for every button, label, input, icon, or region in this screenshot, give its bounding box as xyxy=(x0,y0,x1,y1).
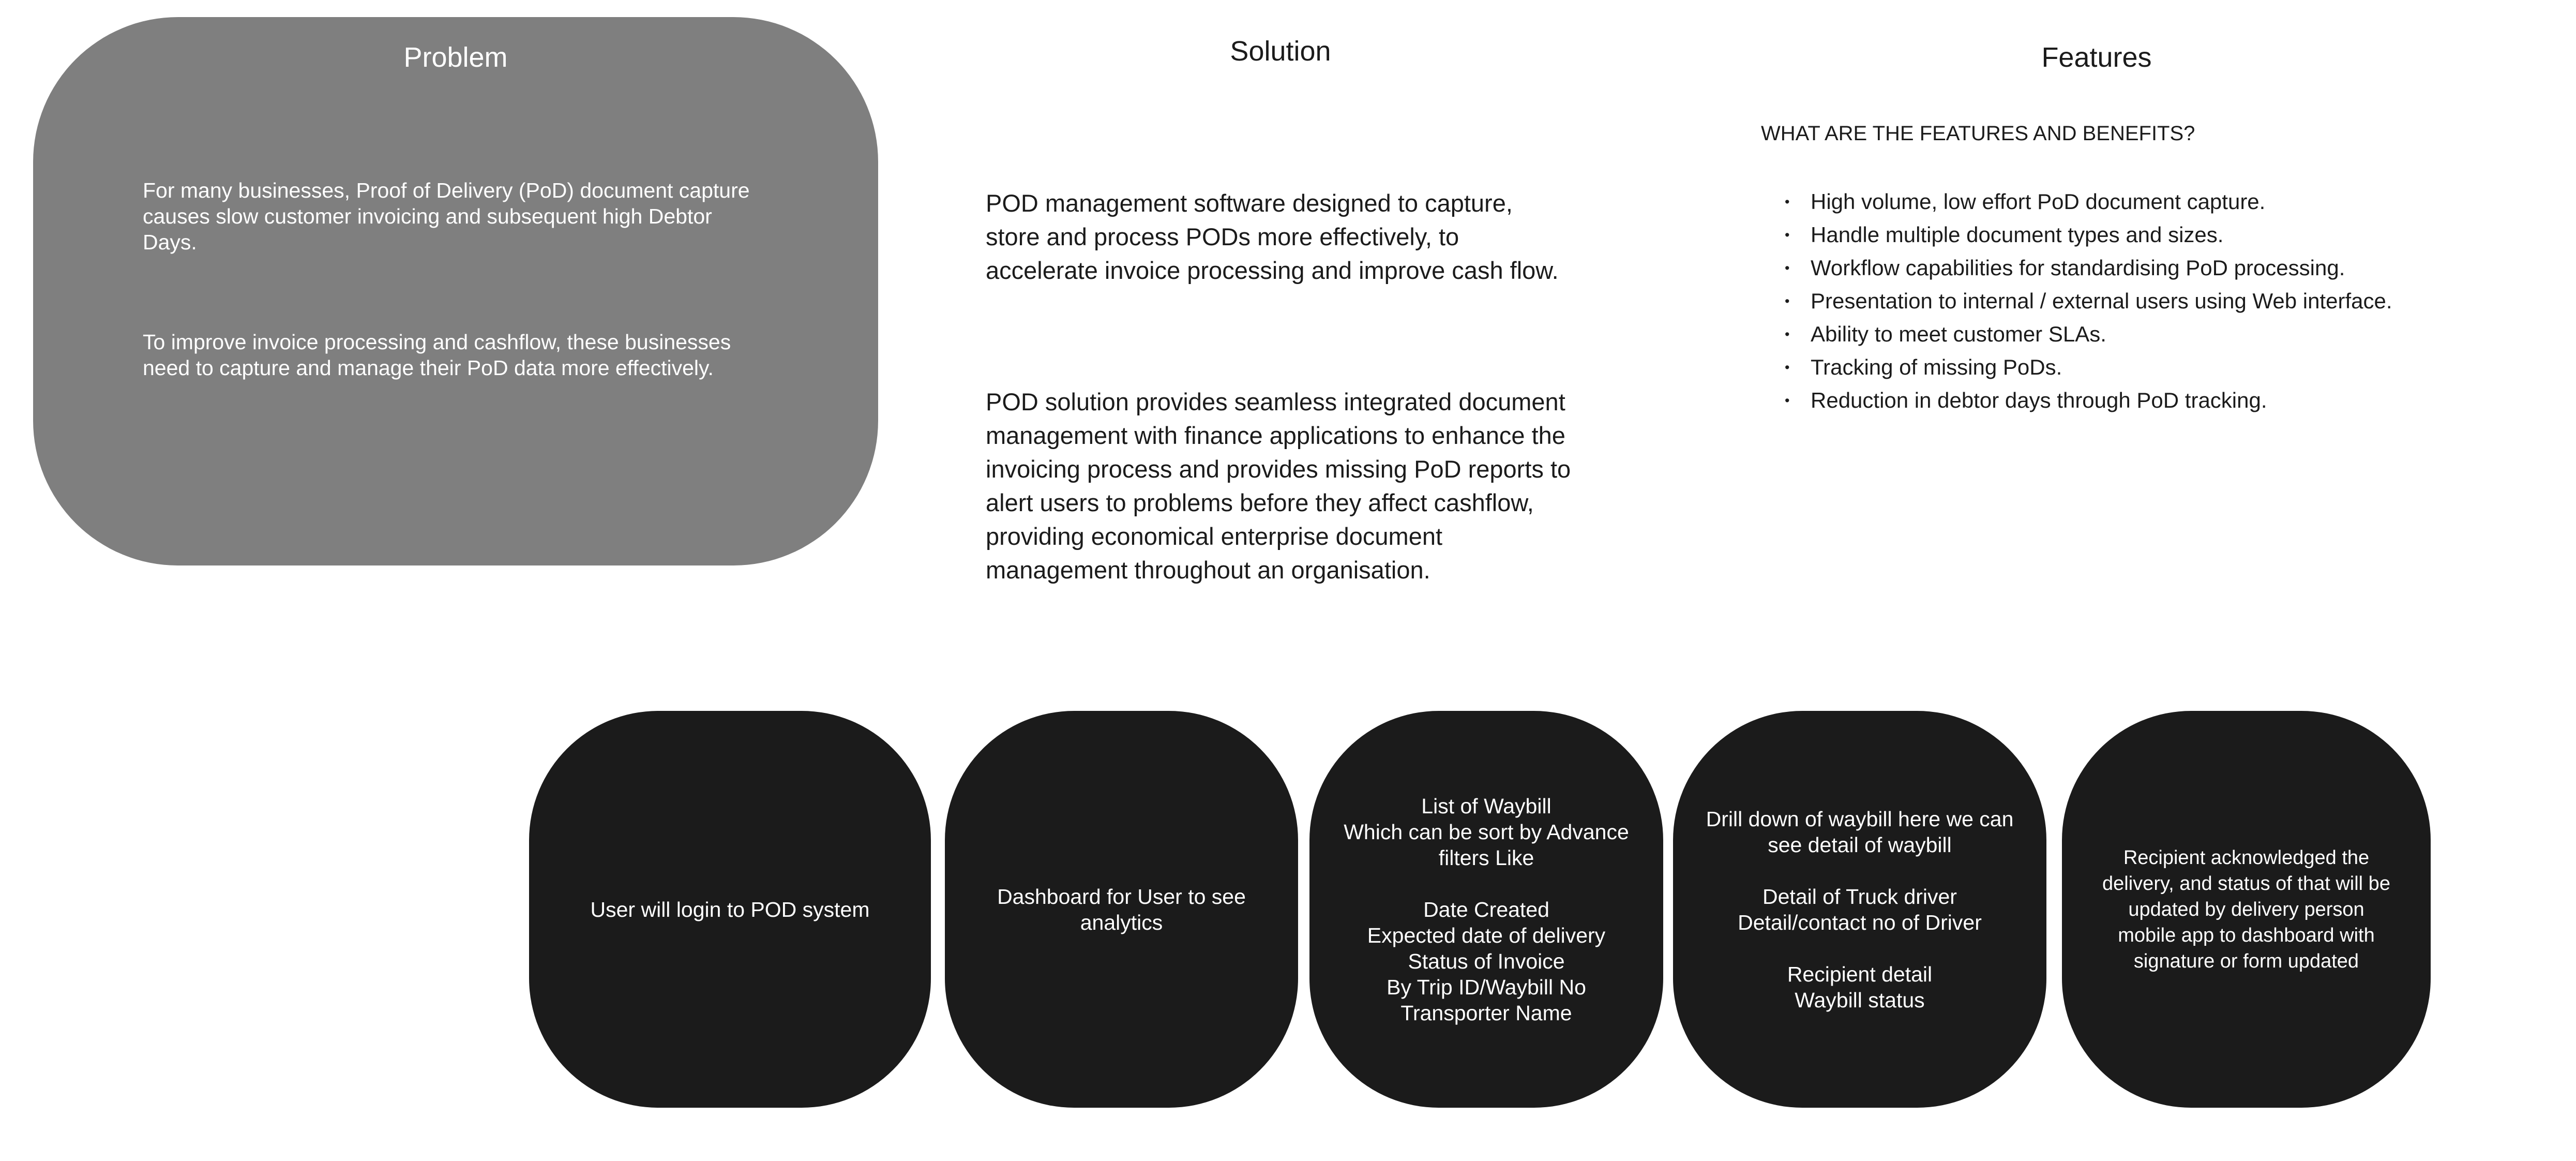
problem-paragraph-2: To improve invoice processing and cashfl… xyxy=(143,330,731,380)
problem-body: For many businesses, Proof of Delivery (… xyxy=(143,126,836,433)
feature-item: Workflow capabilities for standardising … xyxy=(1771,251,2392,285)
feature-item: Tracking of missing PoDs. xyxy=(1771,351,2392,384)
flow-step-login: User will login to POD system xyxy=(529,711,931,1108)
flow-step-text: User will login to POD system xyxy=(590,897,870,921)
feature-item: Presentation to internal / external user… xyxy=(1771,285,2392,318)
flow-step-dashboard: Dashboard for User to see analytics xyxy=(945,711,1298,1108)
feature-item: Reduction in debtor days through PoD tra… xyxy=(1771,384,2392,417)
feature-item: High volume, low effort PoD document cap… xyxy=(1771,185,2392,218)
solution-paragraph-2: POD solution provides seamless integrate… xyxy=(986,388,1571,584)
features-list: High volume, low effort PoD document cap… xyxy=(1771,185,2392,417)
flow-step-text: Dashboard for User to see analytics xyxy=(997,884,1246,934)
flow-step-text: Drill down of waybill here we can see de… xyxy=(1706,807,2014,1012)
flow-step-waybill-detail: Drill down of waybill here we can see de… xyxy=(1673,711,2046,1108)
problem-panel: Problem For many businesses, Proof of De… xyxy=(33,17,878,565)
problem-title: Problem xyxy=(403,42,508,73)
solution-title: Solution xyxy=(1230,36,1331,67)
flow-step-text: List of Waybill Which can be sort by Adv… xyxy=(1344,794,1629,1025)
solution-paragraph-1: POD management software designed to capt… xyxy=(986,189,1559,284)
flow-step-waybill-list: List of Waybill Which can be sort by Adv… xyxy=(1309,711,1663,1108)
problem-paragraph-1: For many businesses, Proof of Delivery (… xyxy=(143,178,750,254)
features-heading: WHAT ARE THE FEATURES AND BENEFITS? xyxy=(1761,122,2195,145)
solution-body: POD management software designed to capt… xyxy=(986,119,1571,654)
feature-item: Ability to meet customer SLAs. xyxy=(1771,318,2392,351)
flow-step-delivery-acknowledgement: Recipient acknowledged the delivery, and… xyxy=(2062,711,2431,1108)
flow-step-text: Recipient acknowledged the delivery, and… xyxy=(2102,846,2390,972)
feature-item: Handle multiple document types and sizes… xyxy=(1771,218,2392,251)
features-title: Features xyxy=(2041,42,2152,73)
